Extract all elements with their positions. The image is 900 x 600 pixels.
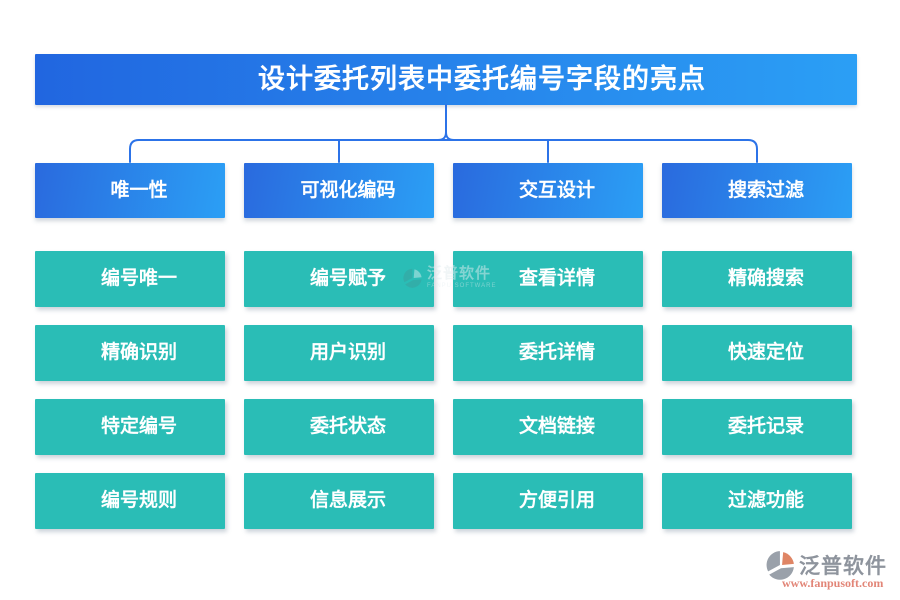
brand-logo: 泛普软件 www.fanpusoft.com xyxy=(766,549,894,591)
node-item: 委托状态 xyxy=(244,399,434,455)
column-header: 可视化编码 xyxy=(244,163,434,218)
node-item: 过滤功能 xyxy=(662,473,852,529)
node-item: 信息展示 xyxy=(244,473,434,529)
column-uniqueness: 唯一性 编号唯一 精确识别 特定编号 编号规则 xyxy=(35,163,225,529)
node-item: 委托记录 xyxy=(662,399,852,455)
column-header: 搜索过滤 xyxy=(662,163,852,218)
brand-name: 泛普软件 xyxy=(799,555,887,578)
node-item: 精确识别 xyxy=(35,325,225,381)
column-search-filter: 搜索过滤 精确搜索 快速定位 委托记录 过滤功能 xyxy=(662,163,852,529)
column-interaction-design: 交互设计 查看详情 委托详情 文档链接 方便引用 xyxy=(453,163,643,529)
node-item: 方便引用 xyxy=(453,473,643,529)
node-item: 文档链接 xyxy=(453,399,643,455)
column-visual-coding: 可视化编码 编号赋予 用户识别 委托状态 信息展示 xyxy=(244,163,434,529)
brand-url: www.fanpusoft.com xyxy=(782,576,884,590)
node-item: 委托详情 xyxy=(453,325,643,381)
node-item: 编号唯一 xyxy=(35,251,225,307)
column-header: 唯一性 xyxy=(35,163,225,218)
node-item: 精确搜索 xyxy=(662,251,852,307)
node-item: 快速定位 xyxy=(662,325,852,381)
node-item: 编号规则 xyxy=(35,473,225,529)
node-item: 用户识别 xyxy=(244,325,434,381)
node-item: 查看详情 xyxy=(453,251,643,307)
column-header: 交互设计 xyxy=(453,163,643,218)
node-item: 特定编号 xyxy=(35,399,225,455)
brand-logo-icon xyxy=(766,551,794,580)
title-banner: 设计委托列表中委托编号字段的亮点 xyxy=(35,54,857,105)
node-item: 编号赋予 xyxy=(244,251,434,307)
